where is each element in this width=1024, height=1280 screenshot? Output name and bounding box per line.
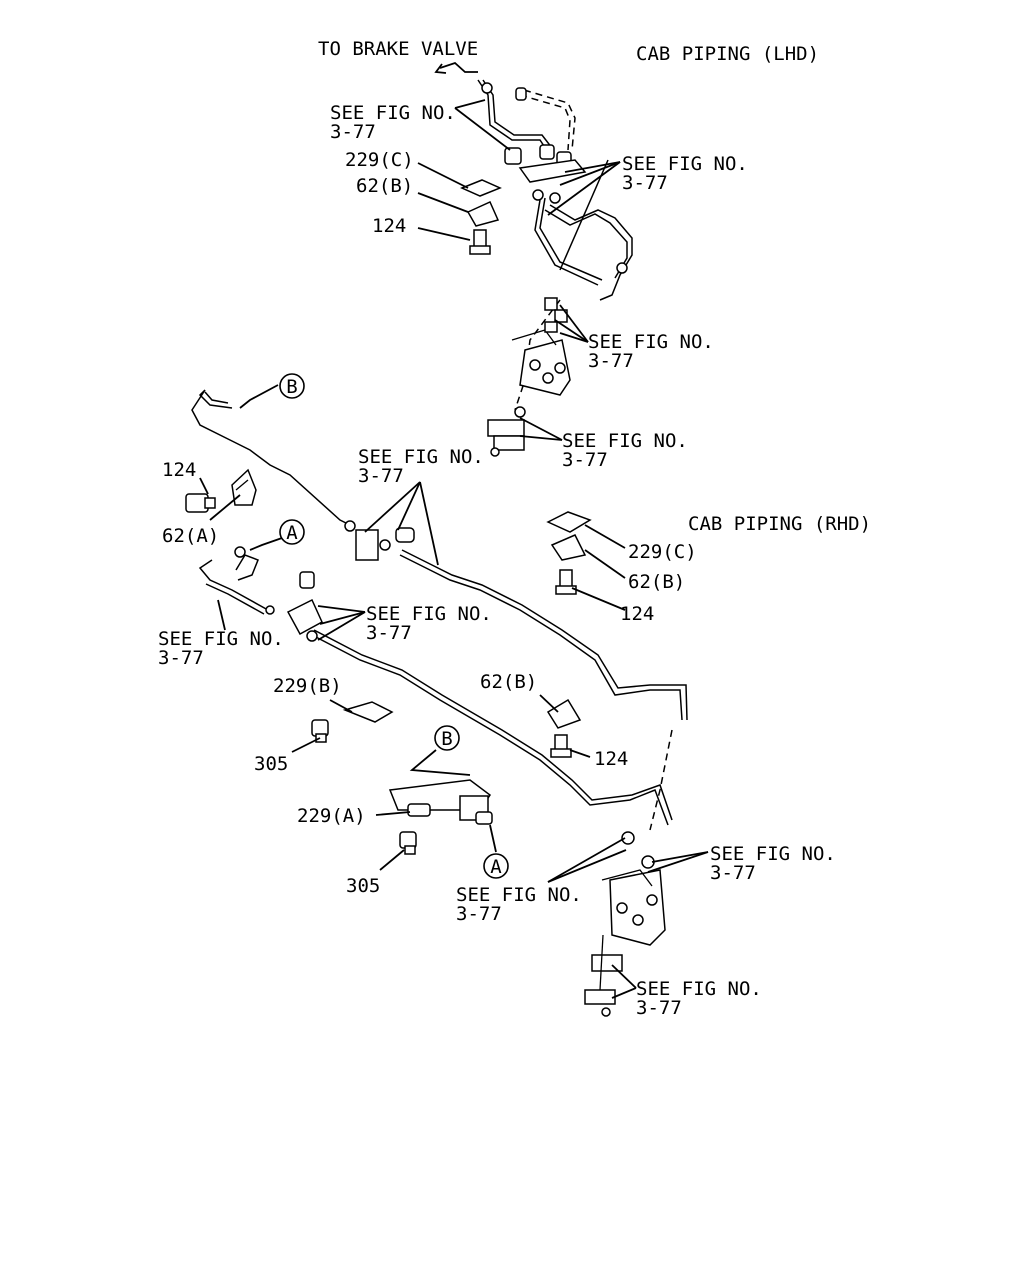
svg-text:SEE FIG NO.: SEE FIG NO. (636, 978, 762, 1000)
svg-text:SEE FIG NO.: SEE FIG NO. (158, 628, 284, 650)
svg-text:3-77: 3-77 (330, 121, 376, 143)
svg-text:SEE FIG NO.: SEE FIG NO. (588, 331, 714, 353)
svg-text:SEE FIG NO.: SEE FIG NO. (710, 843, 836, 865)
label-62b-lhd: 62(B) (356, 175, 413, 197)
see-fig-left: SEE FIG NO. 3-77 (158, 628, 284, 669)
svg-text:SEE FIG NO.: SEE FIG NO. (358, 446, 484, 468)
label-124-lhd: 124 (372, 215, 406, 237)
ref-circle-b-top: B (279, 373, 305, 399)
svg-text:3-77: 3-77 (562, 449, 608, 471)
svg-text:3-77: 3-77 (622, 172, 668, 194)
see-fig-bottom-center: SEE FIG NO. 3-77 (456, 884, 582, 925)
clamp-229c-lhd (460, 179, 502, 197)
svg-text:3-77: 3-77 (588, 350, 634, 372)
see-fig-lhd-lower: SEE FIG NO. 3-77 (562, 430, 688, 471)
label-cab-piping-lhd: CAB PIPING (LHD) (636, 43, 819, 65)
label-cab-piping-rhd: CAB PIPING (RHD) (688, 513, 871, 535)
see-fig-a-connector: SEE FIG NO. 3-77 (366, 603, 492, 644)
pipe-long-a (198, 559, 269, 611)
see-fig-bottom-right: SEE FIG NO. 3-77 (636, 978, 762, 1019)
lhd-mid-bracket (511, 297, 571, 396)
svg-text:A: A (286, 522, 298, 544)
clamp-229c-rhd (546, 511, 592, 533)
svg-text:3-77: 3-77 (158, 647, 204, 669)
label-305-lower: 305 (346, 875, 380, 897)
svg-text:SEE FIG NO.: SEE FIG NO. (366, 603, 492, 625)
lhd-valve-cluster (481, 82, 628, 274)
see-fig-top-right: SEE FIG NO. 3-77 (622, 153, 748, 194)
ref-circle-b-bottom: B (434, 725, 460, 751)
connector-229a (407, 803, 431, 817)
svg-text:SEE FIG NO.: SEE FIG NO. (562, 430, 688, 452)
svg-text:B: B (441, 728, 452, 750)
rhd-lower-bracket (601, 831, 666, 946)
clip-62b-lhd (466, 201, 500, 227)
label-62b-rhd: 62(B) (628, 571, 685, 593)
label-124-mid: 124 (594, 748, 628, 770)
bolt-305-lower (399, 831, 417, 855)
svg-text:3-77: 3-77 (710, 862, 756, 884)
see-fig-top-left: SEE FIG NO. 3-77 (330, 102, 456, 143)
label-229b: 229(B) (273, 675, 342, 697)
svg-text:SEE FIG NO.: SEE FIG NO. (622, 153, 748, 175)
svg-text:A: A (490, 856, 502, 878)
bracket-block-b (388, 779, 493, 825)
pipe-long-b (191, 389, 351, 526)
ref-circle-a-left: A (279, 519, 305, 545)
label-62a: 62(A) (162, 525, 219, 547)
label-229c-rhd: 229(C) (628, 541, 697, 563)
pipe-upper-dashed (519, 94, 571, 151)
rhd-lower-connectors (584, 934, 623, 1017)
pipe-lhd-loop (549, 204, 633, 301)
tee-connector-a (234, 546, 323, 642)
clip-62b-mid (546, 698, 582, 729)
label-62b-mid: 62(B) (480, 671, 537, 693)
tee-connector-b (344, 520, 415, 561)
bolt-305-upper (311, 719, 329, 743)
svg-text:3-77: 3-77 (636, 997, 682, 1019)
svg-text:SEE FIG NO.: SEE FIG NO. (456, 884, 582, 906)
label-to-brake-valve: TO BRAKE VALVE (318, 38, 478, 60)
leader-lines (199, 61, 709, 999)
label-305-upper: 305 (254, 753, 288, 775)
label-124-left: 124 (162, 459, 196, 481)
clip-62b-rhd (550, 534, 587, 561)
see-fig-center: SEE FIG NO. 3-77 (358, 446, 484, 487)
bolt-124-left (185, 493, 216, 513)
svg-text:3-77: 3-77 (358, 465, 404, 487)
bolt-124-mid (550, 734, 572, 758)
svg-text:3-77: 3-77 (456, 903, 502, 925)
see-fig-lhd-mid: SEE FIG NO. 3-77 (588, 331, 714, 372)
svg-text:B: B (286, 376, 297, 398)
ref-circle-a-bottom: A (483, 853, 509, 879)
svg-text:SEE FIG NO.: SEE FIG NO. (330, 102, 456, 124)
see-fig-rhd-right: SEE FIG NO. 3-77 (710, 843, 836, 884)
lhd-lower-connectors (487, 406, 526, 457)
svg-text:3-77: 3-77 (366, 622, 412, 644)
label-229c-lhd: 229(C) (345, 149, 414, 171)
label-124-rhd: 124 (620, 603, 654, 625)
label-229a: 229(A) (297, 805, 366, 827)
bolt-124-lhd (469, 229, 491, 255)
bolt-124-rhd (555, 569, 577, 595)
plate-229b (342, 701, 394, 723)
